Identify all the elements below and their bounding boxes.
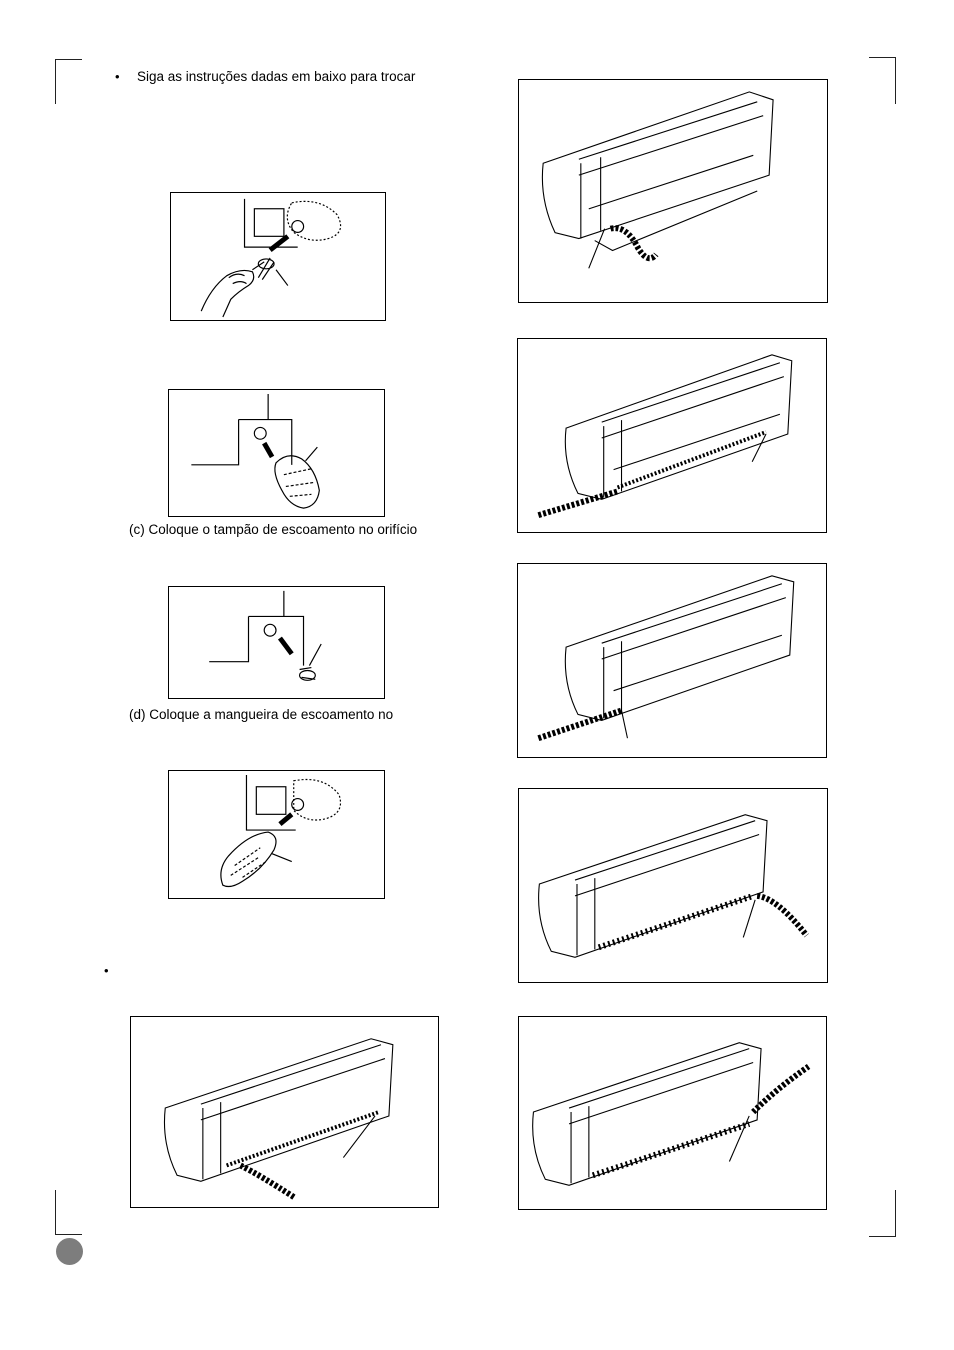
crop-mark-top-left xyxy=(55,59,82,104)
figure-unit-5 xyxy=(130,1016,439,1208)
step-c-text: (c) Coloque o tampão de escoamento no or… xyxy=(129,522,418,537)
instruction-text: Siga as instruções dadas em baixo para t… xyxy=(137,69,416,84)
figure-plug-removal xyxy=(170,192,386,321)
bullet-2: • xyxy=(104,963,109,978)
unit-2-illustration xyxy=(537,354,793,519)
figure-unit-3 xyxy=(517,563,827,758)
crop-mark-bottom-left xyxy=(55,1190,82,1235)
crop-mark-top-right xyxy=(869,57,896,104)
figure-unit-6 xyxy=(518,1016,827,1210)
figure-plug-insert xyxy=(168,586,385,699)
unit-5-illustration xyxy=(163,1038,394,1200)
hose-insert-illustration xyxy=(220,774,342,888)
step-d-text: (d) Coloque a mangueira de escoamento no xyxy=(129,707,394,722)
page-marker-dot xyxy=(56,1238,83,1265)
crop-mark-bottom-right xyxy=(869,1190,896,1237)
figure-unit-4 xyxy=(518,788,828,983)
figure-unit-1 xyxy=(518,79,828,303)
unit-3-illustration xyxy=(537,575,795,742)
figure-hose-removal xyxy=(168,389,385,517)
plug-removal-illustration xyxy=(200,198,342,318)
figure-hose-insert xyxy=(168,770,385,899)
unit-1-illustration xyxy=(541,91,774,269)
hose-removal-illustration xyxy=(191,393,320,509)
unit-6-illustration xyxy=(532,1042,811,1186)
plug-insert-illustration xyxy=(209,590,322,681)
figure-unit-2 xyxy=(517,338,827,533)
bullet-1: • xyxy=(115,69,120,84)
unit-4-illustration xyxy=(538,814,809,958)
